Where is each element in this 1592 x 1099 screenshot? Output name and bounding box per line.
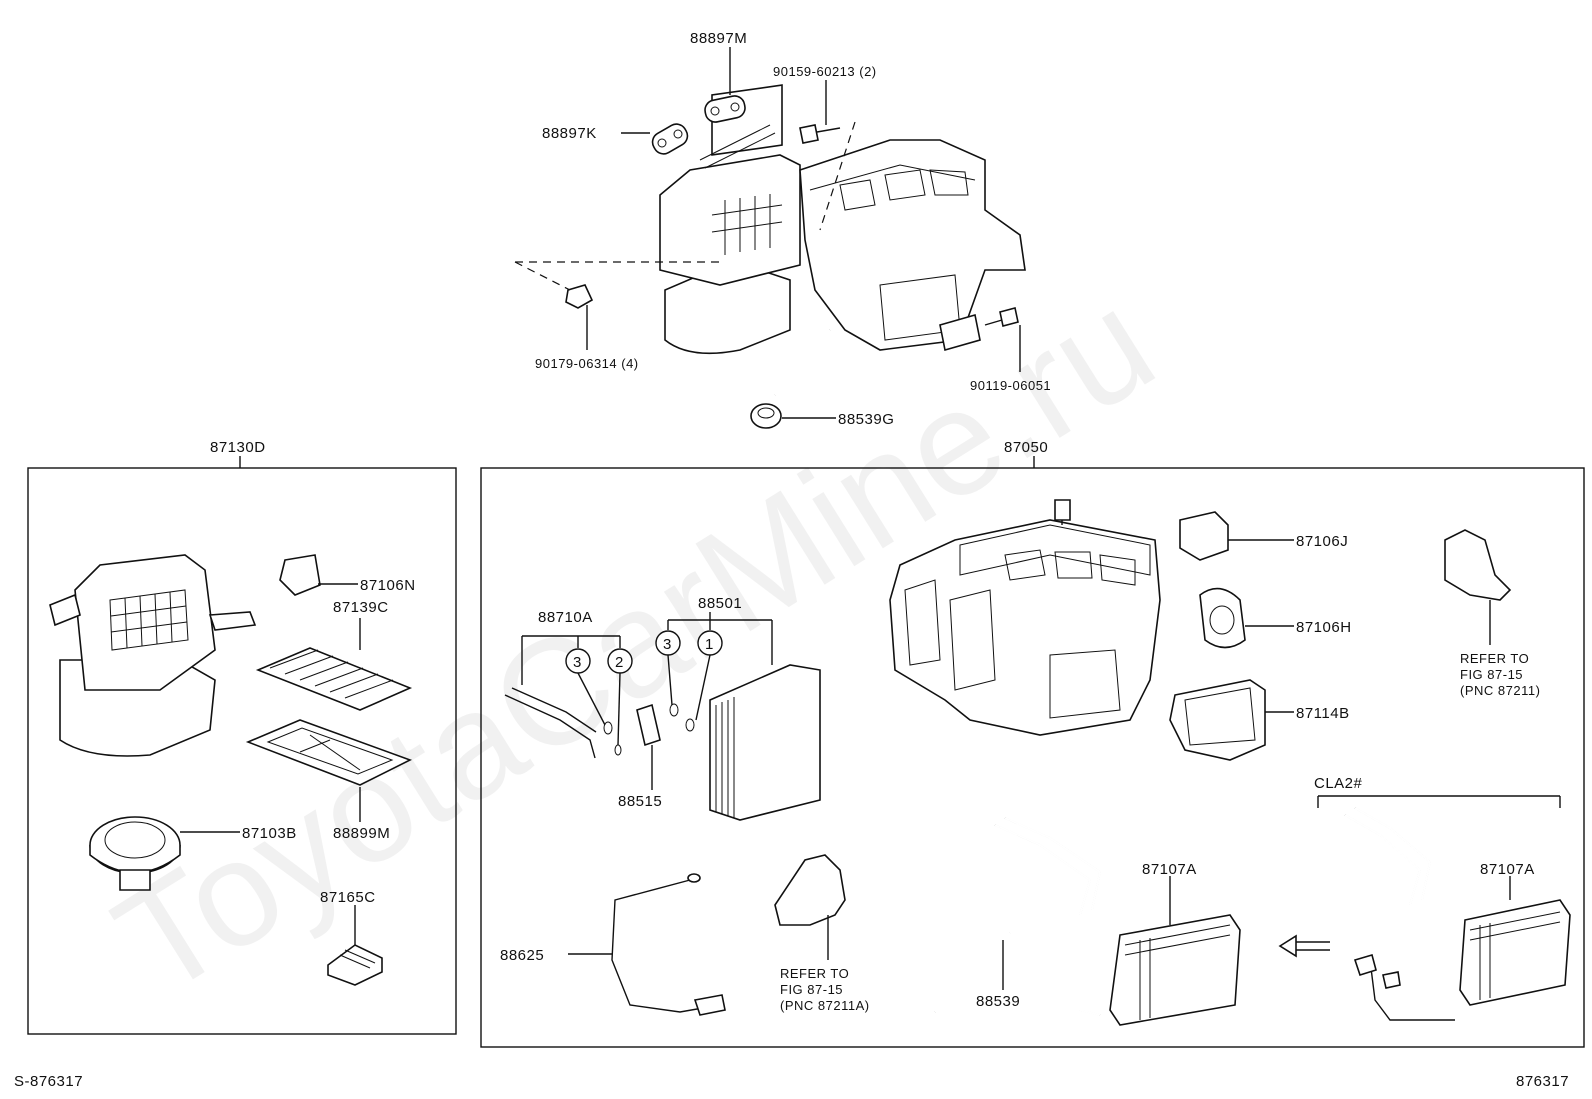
- refer-87211-line3: (PNC 87211): [1460, 683, 1540, 698]
- group-title-87050: 87050: [1004, 439, 1048, 456]
- refer-87211-line2: FIG 87-15: [1460, 667, 1523, 682]
- label-88539: 88539: [976, 993, 1020, 1010]
- label-87106H: 87106H: [1296, 619, 1352, 636]
- group-87050: 87050 87106J 87106H 87114B REFER TO FIG: [480, 439, 1585, 1048]
- label-87107A-2: 87107A: [1480, 861, 1535, 878]
- circle-2: 2: [615, 654, 624, 671]
- label-87106N: 87106N: [360, 577, 416, 594]
- refer-87211A-line1: REFER TO: [780, 966, 849, 981]
- label-88501: 88501: [698, 595, 742, 612]
- group-87130D: 87130D 87106N 87139C 88899M: [27, 439, 457, 1035]
- label-88897M: 88897M: [690, 30, 747, 47]
- refer-87211A-line3: (PNC 87211A): [780, 998, 870, 1013]
- label-88897K: 88897K: [542, 125, 597, 142]
- footer-right-code: 876317: [1516, 1073, 1569, 1090]
- refer-87211-line1: REFER TO: [1460, 651, 1529, 666]
- refer-87211A-line2: FIG 87-15: [780, 982, 843, 997]
- label-87106J: 87106J: [1296, 533, 1348, 550]
- footer-left-code: S-876317: [14, 1073, 83, 1090]
- label-88710A: 88710A: [538, 609, 593, 626]
- top-hvac-assembly: 88897M 88897K 90159-60213 (2) 90179-0631…: [514, 30, 1051, 429]
- circle-3-left: 3: [573, 654, 582, 671]
- label-87165C: 87165C: [320, 889, 376, 906]
- label-87107A-1: 87107A: [1142, 861, 1197, 878]
- label-90159-60213: 90159-60213 (2): [773, 64, 877, 79]
- label-90179-06314: 90179-06314 (4): [535, 356, 639, 371]
- label-88539G: 88539G: [838, 411, 894, 428]
- label-88899M: 88899M: [333, 825, 390, 842]
- label-88515: 88515: [618, 793, 662, 810]
- circle-1: 1: [705, 636, 714, 653]
- label-87139C: 87139C: [333, 599, 389, 616]
- label-87114B: 87114B: [1296, 705, 1350, 722]
- label-87103B: 87103B: [242, 825, 297, 842]
- circle-3-right: 3: [663, 636, 672, 653]
- label-90119-06051: 90119-06051: [970, 378, 1051, 393]
- group-title-87130D: 87130D: [210, 439, 266, 456]
- label-88625: 88625: [500, 947, 544, 964]
- label-CLA2: CLA2#: [1314, 775, 1363, 792]
